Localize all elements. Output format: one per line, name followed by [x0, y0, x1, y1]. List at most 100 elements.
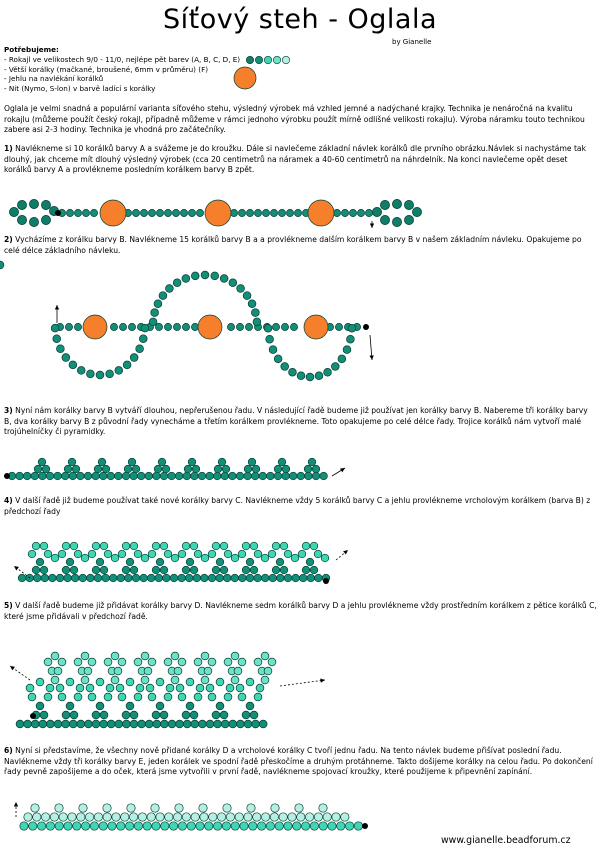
bead [198, 719, 207, 729]
bead [115, 683, 125, 693]
bead [252, 812, 262, 822]
bead [173, 323, 181, 331]
bead [102, 803, 112, 813]
bead [159, 565, 169, 575]
bead [230, 573, 239, 583]
step-2: 2) Vycházíme z korálku barvy B. Navlékne… [4, 235, 582, 255]
bead [228, 719, 238, 729]
bead [254, 209, 262, 217]
bead [45, 471, 55, 481]
bead [186, 821, 196, 831]
bead [93, 573, 103, 583]
bead [76, 719, 86, 729]
bead [37, 821, 47, 831]
bead [45, 683, 55, 693]
bead [147, 549, 157, 559]
bead [27, 692, 37, 702]
bead [111, 812, 121, 822]
arrow-head [369, 355, 374, 360]
bead [253, 657, 263, 667]
bead [167, 471, 176, 481]
bead [120, 812, 130, 822]
bead [200, 651, 210, 661]
bead [204, 821, 214, 831]
bead [305, 557, 315, 567]
bead [292, 821, 302, 831]
bead [246, 209, 254, 217]
bead [219, 541, 229, 551]
bead [346, 335, 355, 344]
bead [191, 271, 200, 281]
bead [188, 209, 196, 217]
bead [159, 471, 169, 481]
bead-colors-swatch [246, 55, 291, 64]
bead [365, 209, 373, 217]
bead [281, 464, 291, 474]
needle-start-dot [363, 324, 369, 330]
bead [223, 549, 233, 559]
bead [219, 710, 229, 720]
bead [65, 677, 75, 687]
bead [220, 719, 230, 729]
bead [185, 701, 195, 711]
bead [25, 683, 35, 693]
bead [275, 557, 285, 567]
bead [241, 565, 251, 575]
bead [110, 675, 120, 685]
bead [46, 719, 55, 729]
bead [75, 683, 85, 693]
bead [313, 549, 323, 559]
bead [125, 557, 135, 567]
bead [133, 549, 143, 559]
bead [307, 457, 317, 467]
bead [215, 573, 224, 583]
bead [53, 719, 63, 729]
bead [53, 666, 63, 676]
bead [265, 821, 275, 831]
bead [61, 710, 71, 720]
bead [38, 719, 48, 729]
bead [85, 683, 95, 693]
bead [133, 821, 143, 831]
bead [273, 354, 283, 364]
bead [90, 209, 98, 217]
bead [299, 573, 308, 583]
bead [249, 710, 259, 720]
bead [301, 541, 311, 551]
bead [95, 677, 105, 687]
step-4: 4) V další řadě již budeme používat také… [4, 496, 591, 516]
bead [239, 821, 249, 831]
bead [305, 812, 315, 822]
bead [380, 200, 390, 210]
bead [32, 812, 42, 822]
bead [129, 710, 139, 720]
bead [68, 471, 77, 481]
bead [220, 471, 229, 481]
bead [155, 701, 165, 711]
figure-step-1 [9, 199, 422, 228]
bead [175, 719, 184, 729]
bead [63, 573, 72, 583]
bead [119, 323, 127, 331]
bead [277, 457, 287, 467]
bead [106, 471, 115, 481]
bead [38, 471, 47, 481]
bead [87, 692, 97, 702]
bead [353, 821, 363, 831]
bead [129, 719, 139, 729]
bead [243, 471, 252, 481]
bead [17, 200, 27, 210]
bead [169, 573, 179, 583]
bead [404, 200, 414, 210]
bead [101, 573, 110, 583]
bead [193, 657, 203, 667]
bead [233, 666, 243, 676]
bead [43, 692, 53, 702]
bead [257, 821, 267, 831]
step-3: 3) Nyní nám korálky barvy B vytváří dlou… [4, 406, 588, 437]
bead [169, 821, 179, 831]
step-6: 6) Nyní si představíme, že všechny nově … [4, 746, 593, 777]
bead [270, 803, 280, 813]
bead [283, 573, 293, 583]
bead [23, 719, 32, 729]
